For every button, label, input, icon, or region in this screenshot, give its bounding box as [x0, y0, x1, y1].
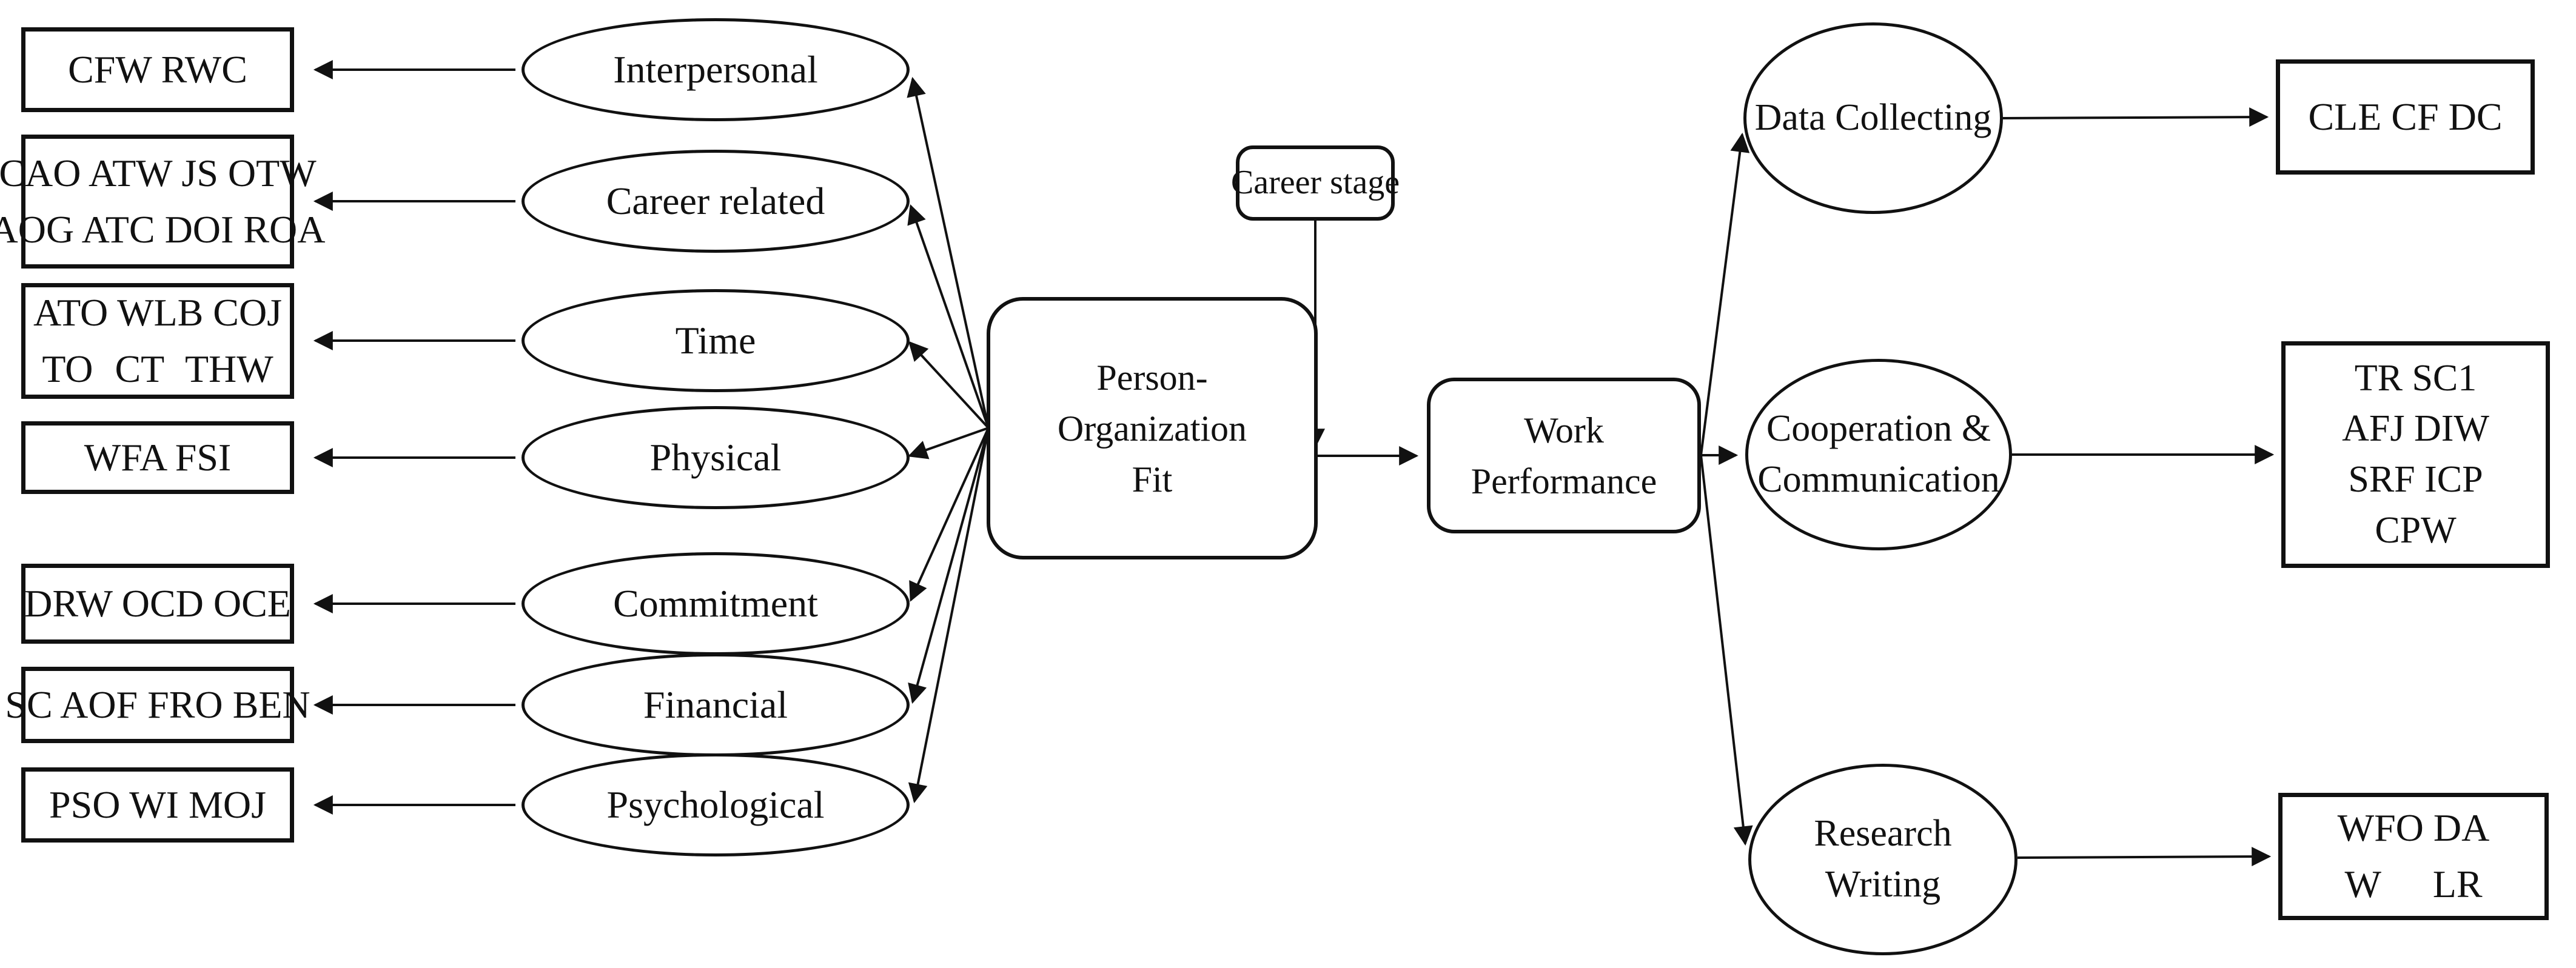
indicator-box-psychological: PSO WI MOJ [21, 767, 294, 843]
dimension-label-line: Cooperation & [1766, 408, 1991, 450]
indicator-text: W LR [2344, 863, 2483, 906]
factor-label: Time [675, 318, 756, 362]
indicator-text: CAO ATW JS OTW [0, 151, 317, 195]
indicator-box-commitment: DRW OCD OCE [21, 564, 294, 644]
node-label-line: Fit [1132, 459, 1173, 499]
indicator-text: CLE CF DC [2308, 95, 2503, 138]
node-label-line: Work [1524, 410, 1604, 450]
indicator-text: TR SC1 [2354, 357, 2477, 399]
factor-ellipse-career-related: Career related [522, 150, 910, 253]
dimension-ellipse-research-writing: Research Writing [1748, 764, 2018, 955]
factor-ellipse-time: Time [522, 289, 910, 392]
node-label-line: Person- [1096, 357, 1208, 398]
factor-label: Physical [649, 435, 782, 479]
factor-ellipse-physical: Physical [522, 406, 910, 509]
person-organization-fit-node: Person- Organization Fit [987, 297, 1318, 559]
dimension-label-line: Research [1814, 813, 1952, 855]
indicator-text: CFW RWC [68, 47, 247, 91]
indicator-text: DRW OCD OCE [24, 581, 291, 625]
indicator-text: TO CT THW [42, 347, 273, 390]
indicator-text: WFO DA [2337, 806, 2490, 850]
factor-label: Financial [643, 683, 788, 726]
dimension-label: Data Collecting [1754, 97, 1992, 139]
factor-label: Psychological [606, 783, 825, 826]
factor-label: Career related [606, 179, 825, 222]
factor-label: Interpersonal [613, 47, 818, 91]
indicator-text: WFA FSI [84, 435, 232, 479]
indicator-text: SRF ICP [2348, 459, 2483, 500]
node-label: Career stage [1230, 164, 1400, 202]
indicator-box-cooperation-communication: TR SC1 AFJ DIW SRF ICP CPW [2281, 341, 2550, 568]
factor-ellipse-commitment: Commitment [522, 552, 910, 655]
indicator-box-data-collecting: CLE CF DC [2276, 59, 2535, 175]
indicator-text: SC AOF FRO BEN [5, 683, 310, 726]
work-performance-node: Work Performance [1427, 378, 1701, 533]
node-label-line: Performance [1471, 461, 1657, 501]
indicator-box-financial: SC AOF FRO BEN [5, 667, 310, 743]
factor-label: Commitment [613, 581, 818, 625]
indicator-box-physical: WFA FSI [21, 421, 294, 494]
node-label-line: Organization [1057, 408, 1247, 449]
indicator-text: CPW [2375, 509, 2457, 551]
career-stage-node: Career stage [1231, 145, 1400, 221]
indicator-text: AOG ATC DOI ROA [0, 207, 326, 251]
indicator-box-time: ATO WLB COJ TO CT THW [21, 283, 294, 399]
indicator-text: PSO WI MOJ [49, 783, 266, 826]
indicator-text: ATO WLB COJ [33, 290, 283, 334]
factor-ellipse-interpersonal: Interpersonal [522, 18, 910, 121]
dimension-ellipse-data-collecting: Data Collecting [1743, 22, 2003, 214]
dimension-label-line: Communication [1757, 459, 2000, 500]
indicator-box-research-writing: WFO DA W LR [2278, 793, 2549, 920]
dimension-label-line: Writing [1825, 864, 1941, 905]
indicator-box-interpersonal: CFW RWC [21, 27, 294, 112]
dimension-ellipse-cooperation-communication: Cooperation & Communication [1745, 359, 2012, 550]
factor-ellipse-financial: Financial [522, 653, 910, 756]
factor-ellipse-psychological: Psychological [522, 753, 910, 856]
indicator-box-career-related: CAO ATW JS OTW AOG ATC DOI ROA [0, 135, 325, 269]
indicator-text: AFJ DIW [2342, 408, 2489, 450]
